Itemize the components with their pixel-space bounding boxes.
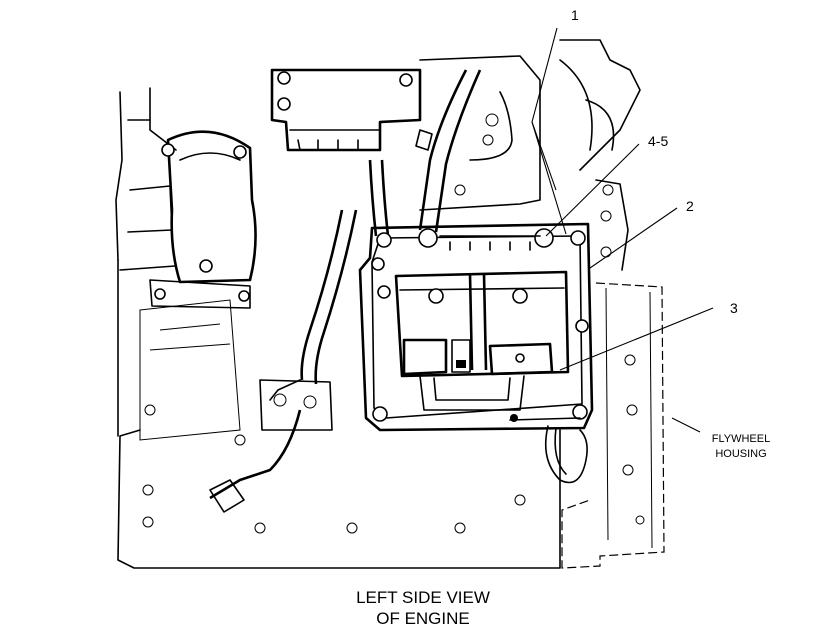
callout-leader-lines (531, 27, 714, 433)
view-caption-line2: OF ENGINE (376, 609, 470, 628)
filter-housing (119, 130, 257, 309)
ecm-mounting-plate (358, 222, 594, 432)
callout-1: 1 (571, 7, 579, 23)
ecm-module (394, 270, 581, 422)
flywheel-housing-label-line2: HOUSING (715, 448, 766, 460)
callout-2: 2 (686, 198, 694, 214)
flywheel-housing-outline (561, 282, 665, 569)
wiring-harness (209, 69, 513, 513)
upper-manifold (270, 39, 641, 271)
callout-3: 3 (730, 300, 738, 316)
callout-4-5: 4-5 (648, 133, 668, 149)
view-caption-line1: LEFT SIDE VIEW (356, 588, 490, 607)
flywheel-housing-label-line1: FLYWHEEL (712, 433, 770, 445)
engine-block (115, 87, 561, 569)
lower-harness (544, 425, 588, 484)
